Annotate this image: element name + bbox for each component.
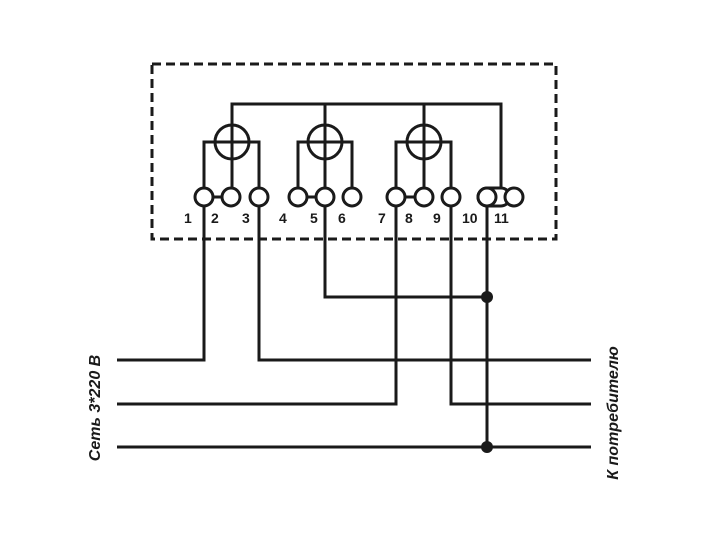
junction-dot-upper [481, 291, 493, 303]
terminal-1 [193, 186, 215, 208]
terminal-number-8: 8 [405, 210, 413, 226]
terminal-9 [440, 186, 462, 208]
terminal-3 [248, 186, 270, 208]
terminal-number-2: 2 [211, 210, 219, 226]
terminal-number-9: 9 [433, 210, 441, 226]
terminal-number-6: 6 [338, 210, 346, 226]
junction-dot-lower [481, 441, 493, 453]
terminal-block [193, 186, 525, 208]
terminal-7 [385, 186, 407, 208]
phase-1-coil [202, 123, 261, 189]
terminal-number-1: 1 [184, 210, 192, 226]
phase-3-coil [394, 123, 453, 189]
meter-housing [150, 62, 558, 241]
voltage-bus [230, 102, 503, 188]
terminal-10 [476, 186, 498, 208]
terminal-number-3: 3 [242, 210, 250, 226]
terminal-11 [503, 186, 525, 208]
terminal-number-11: 11 [494, 210, 509, 226]
terminal-8 [413, 186, 435, 208]
terminal-5 [314, 186, 336, 208]
terminal-4 [287, 186, 309, 208]
terminal-numbers: 1 2 3 4 5 6 7 8 9 10 11 [184, 210, 509, 226]
phase-2-coil [296, 123, 354, 189]
terminal-number-7: 7 [378, 210, 386, 226]
terminal-number-10: 10 [462, 210, 478, 226]
terminal-number-5: 5 [310, 210, 318, 226]
external-wiring [117, 206, 591, 449]
supply-label: Сеть 3*220 В [87, 355, 104, 461]
consumer-label: К потребителю [605, 346, 622, 480]
terminal-2 [220, 186, 242, 208]
terminal-6 [341, 186, 363, 208]
terminal-number-4: 4 [279, 210, 287, 226]
